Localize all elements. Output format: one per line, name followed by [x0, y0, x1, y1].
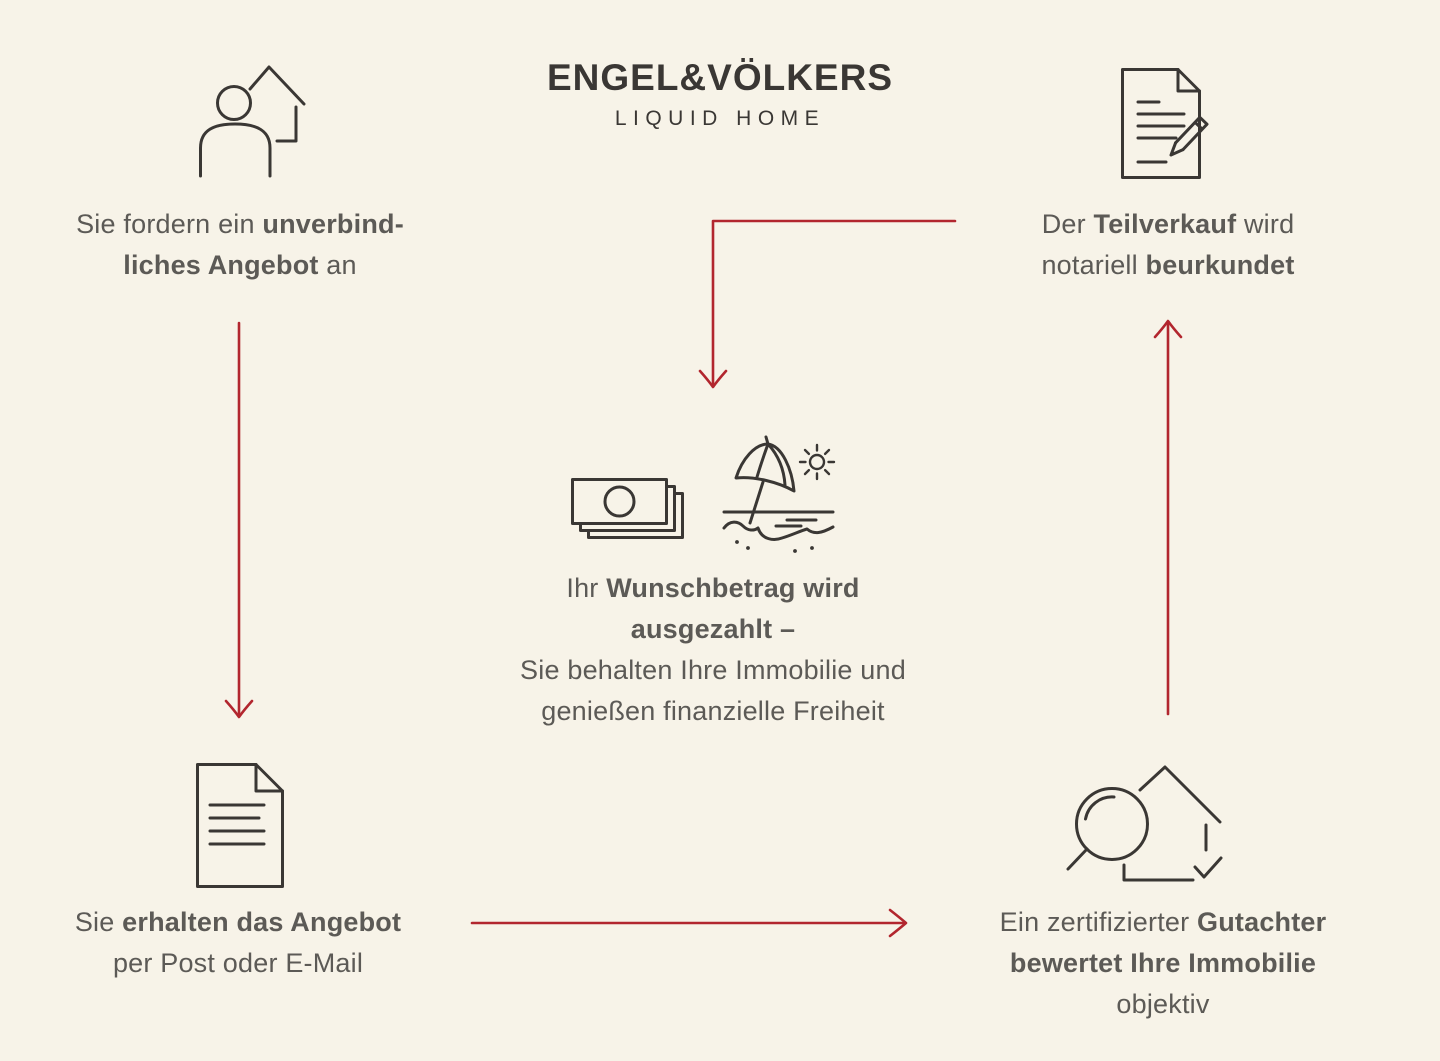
text-segment: objektiv: [1116, 989, 1210, 1019]
text-line: liches Angebot an: [20, 245, 460, 286]
text-line: ausgezahlt –: [457, 609, 969, 650]
text-segment: unverbind-: [262, 209, 404, 239]
text-line: per Post oder E-Mail: [18, 943, 458, 984]
text-segment: genießen finanzielle Freiheit: [541, 696, 885, 726]
text-line: Ihr Wunschbetrag wird: [457, 568, 969, 609]
text-segment: Wunschbetrag wird: [606, 573, 860, 603]
step-notary-text: Der Teilverkauf wird notariell beurkunde…: [948, 204, 1388, 286]
arrow-receive-to-appraisal: [470, 908, 908, 938]
text-line: Der Teilverkauf wird: [948, 204, 1388, 245]
text-segment: Sie: [74, 907, 123, 937]
arrow-notary-to-payout: [698, 219, 957, 389]
brand-subtitle: LIQUID HOME: [614, 107, 826, 130]
banknotes-icon: [571, 478, 684, 539]
step-request-text: Sie fordern ein unverbind- liches Angebo…: [20, 204, 460, 286]
text-segment: Sie behalten Ihre Immobilie und: [520, 655, 906, 685]
text-segment: erhalten das Angebot: [122, 907, 402, 937]
text-segment: beurkundet: [1145, 250, 1295, 280]
document-icon: [196, 763, 284, 888]
step-receive-text: Sie erhalten das Angebot per Post oder E…: [18, 902, 458, 984]
text-segment: Sie fordern ein: [76, 209, 263, 239]
text-segment: per Post oder E-Mail: [112, 948, 364, 978]
beach-umbrella-sun-icon: [722, 435, 836, 553]
text-segment: liches Angebot: [123, 250, 319, 280]
text-segment: ausgezahlt –: [630, 614, 796, 644]
step-payout-text: Ihr Wunschbetrag wird ausgezahlt – Sie b…: [457, 568, 969, 732]
text-segment: an: [318, 250, 357, 280]
text-segment: wird: [1236, 209, 1295, 239]
text-line: objektiv: [943, 984, 1383, 1025]
text-line: genießen finanzielle Freiheit: [457, 691, 969, 732]
text-line: Sie behalten Ihre Immobilie und: [457, 650, 969, 691]
text-segment: Der: [1041, 209, 1094, 239]
person-house-icon: [199, 65, 306, 178]
text-segment: Ein zertifizierter: [999, 907, 1198, 937]
magnifier-house-check-icon: [1066, 765, 1223, 882]
arrow-appraisal-to-notary: [1153, 319, 1183, 716]
text-segment: Ihr: [566, 573, 607, 603]
step-appraisal-text: Ein zertifizierter Gutachter bewertet Ih…: [943, 902, 1383, 1025]
text-line: bewertet Ihre Immobilie: [943, 943, 1383, 984]
text-line: Sie erhalten das Angebot: [18, 902, 458, 943]
text-line: Ein zertifizierter Gutachter: [943, 902, 1383, 943]
contract-pencil-icon: [1121, 68, 1209, 179]
text-segment: Teilverkauf: [1093, 209, 1237, 239]
text-line: Sie fordern ein unverbind-: [20, 204, 460, 245]
text-segment: Gutachter: [1197, 907, 1327, 937]
arrow-request-to-receive: [224, 321, 254, 719]
brand-logo: ENGEL&VÖLKERS LIQUID HOME: [502, 58, 938, 131]
text-segment: notariell: [1041, 250, 1146, 280]
brand-name: ENGEL&VÖLKERS: [546, 57, 894, 98]
text-line: notariell beurkundet: [948, 245, 1388, 286]
text-segment: bewertet Ihre Immobilie: [1009, 948, 1317, 978]
